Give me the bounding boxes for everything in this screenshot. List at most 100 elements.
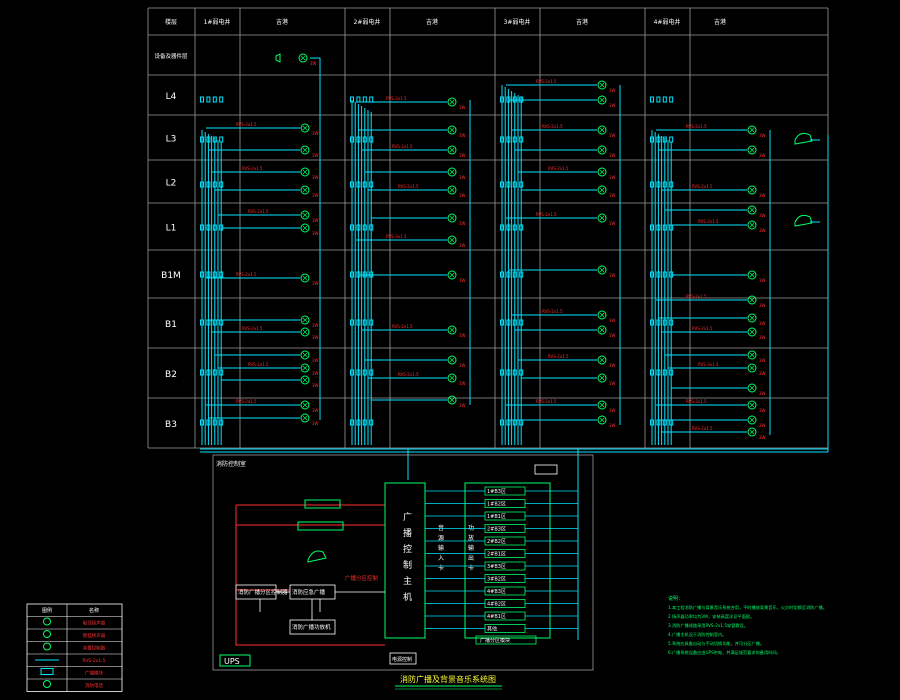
- ups-box: [219, 654, 251, 667]
- shaft-label: 1#弱电井: [204, 18, 231, 26]
- speaker-icon: 3W: [300, 327, 319, 340]
- speaker-icon: 3W: [300, 167, 319, 180]
- speaker-power-label: 3W: [759, 213, 766, 218]
- speaker-power-label: 3W: [312, 175, 319, 180]
- legend-name: 音量控制器: [83, 645, 106, 652]
- legend-name: 吸顶扬声器: [83, 620, 106, 627]
- zone-label: 其他: [487, 626, 497, 633]
- wire-tag: RVS-2x1.5: [698, 362, 719, 367]
- speaker-power-label: 3W: [459, 193, 466, 198]
- shaft-label: 4#弱电井: [654, 18, 681, 26]
- speaker-power-label: 3W: [759, 153, 766, 158]
- speaker-power-label: 3W: [459, 243, 466, 248]
- wire-tag: RVS-2x1.5: [536, 212, 557, 217]
- speaker-power-label: 3W: [759, 408, 766, 413]
- wire-tag: RVS-2x1.5: [536, 79, 557, 84]
- floor-label-l3: L3: [166, 135, 177, 145]
- note-line: 4.广播主机设于消防控制室内。: [668, 631, 726, 638]
- note-line: 3.消防广播线路采用RVS-2x1.5穿管敷设。: [668, 622, 748, 629]
- speaker-power-label: 3W: [459, 333, 466, 338]
- speaker-power-label: 3W: [609, 153, 616, 158]
- speaker-power-label: 3W: [609, 103, 616, 108]
- notes-title: 说明：: [668, 595, 683, 602]
- speaker-power-label: 3W: [312, 153, 319, 158]
- speaker-power-label: 3W: [310, 61, 317, 66]
- microphone-icon: [307, 550, 327, 563]
- speaker-icon: 3W: [300, 123, 319, 136]
- shaft-col-label: 吉港: [276, 18, 288, 26]
- host-label: 广播控制主机: [403, 511, 412, 603]
- speaker-icon: 3W: [597, 80, 616, 93]
- speaker-power-label: 3W: [759, 335, 766, 340]
- drawing-title: 消防广播及背景音乐系统图: [400, 674, 496, 684]
- speaker-power-label: 3W: [312, 371, 319, 376]
- floor-label-b1: B1: [165, 320, 177, 330]
- legend-symbol-speaker-ceiling: [43, 617, 51, 626]
- bottom-module-label: 广播分区模块: [480, 637, 510, 644]
- zone-label: 1#B1区: [487, 514, 506, 520]
- shaft-col-label: 吉港: [576, 18, 588, 26]
- speaker-icon: 3W: [597, 355, 616, 368]
- floor-label-l2: L2: [166, 179, 177, 189]
- speaker-icon: 3W: [300, 145, 319, 158]
- speaker-power-label: 3W: [312, 231, 319, 236]
- notes: 说明： 1.本工程消防广播与背景音乐系统合用，平时播放背景音乐，火灾时切换至消防广…: [668, 595, 827, 656]
- floor-label-l4: L4: [166, 92, 177, 102]
- speaker-power-label: 3W: [609, 318, 616, 323]
- wire-tag: RVS-2x1.5: [392, 144, 413, 149]
- shaft-col-label: 吉港: [426, 18, 438, 26]
- speaker-icon: 3W: [747, 415, 766, 428]
- wire-tag: RVS-2x1.5: [698, 219, 719, 224]
- speaker-power-label: 3W: [312, 131, 319, 136]
- speaker-power-label: 3W: [609, 423, 616, 428]
- speaker-power-label: 3W: [312, 218, 319, 223]
- speaker-icon: 3W: [747, 427, 766, 440]
- speaker-power-label: 3W: [459, 221, 466, 226]
- wire-tag: RVS-2x1.5: [686, 399, 707, 404]
- speaker-icon: 3W: [747, 313, 766, 326]
- legend-header: 图例: [42, 607, 52, 614]
- ups-label: UPS: [224, 657, 240, 666]
- wire-tag: RVS-2x1.5: [386, 96, 407, 101]
- speaker-icon: 3W: [447, 373, 466, 386]
- speaker-power-label: 3W: [312, 383, 319, 388]
- zone-label: 4#B1区: [487, 614, 506, 620]
- speaker-power-label: 3W: [609, 363, 616, 368]
- zone-label: 1#B2区: [487, 502, 506, 508]
- speaker-power-label: 3W: [609, 175, 616, 180]
- speaker-icon: 3W: [447, 395, 466, 408]
- speaker-power-label: 3W: [609, 381, 616, 386]
- note-line: 6.广播系统设备应由UPS供电，并满足规范要求的备用时间。: [668, 649, 781, 656]
- speaker-icon: 3W: [300, 315, 319, 328]
- speaker-icon: 3W: [747, 400, 766, 413]
- speaker-power-label: 3W: [759, 303, 766, 308]
- legend-symbol-speaker-wall: [43, 630, 51, 638]
- speaker-power-label: 3W: [459, 133, 466, 138]
- speaker-icon: 3W: [747, 220, 766, 233]
- wire-tag: RVS-2x1.5: [692, 184, 713, 189]
- speaker-power-label: 3W: [759, 321, 766, 326]
- speaker-icon: 3W: [597, 400, 616, 413]
- legend-name: 壁挂扬声器: [83, 632, 106, 639]
- speaker-devices: 3W RVS-2x1.5 3W 3W RVS-2x1.5 3W 3W RVS-2x1.5 3W 3…: [236, 53, 813, 440]
- speaker-icon: 3W: [597, 185, 616, 198]
- wire-tag: RVS-2x1.5: [236, 122, 257, 127]
- power-label: 电源控制: [392, 656, 412, 663]
- monitor-speaker: [534, 464, 558, 475]
- speaker-power-label: 3W: [459, 278, 466, 283]
- speaker-icon: 3W: [597, 265, 616, 278]
- wire-tag: RVS-2x1.5: [248, 209, 269, 214]
- note-line: 1.本工程消防广播与背景音乐系统合用，平时播放背景音乐，火灾时切换至消防广播。: [668, 604, 827, 611]
- speaker-icon: 3W: [447, 185, 466, 198]
- floor-label-b3: B3: [165, 420, 177, 430]
- shaft-col-label: 吉港: [714, 18, 726, 26]
- speaker-icon: 3W: [447, 235, 466, 248]
- wire-tag: RVS-2x1.5: [398, 184, 419, 189]
- phone-icon: [794, 214, 813, 227]
- speaker-icon: 3W: [747, 327, 766, 340]
- legend-header: 名称: [89, 607, 99, 614]
- speaker-power-label: 3W: [609, 88, 616, 93]
- speaker-icon: 3W: [447, 355, 466, 368]
- speaker-power-label: 3W: [609, 133, 616, 138]
